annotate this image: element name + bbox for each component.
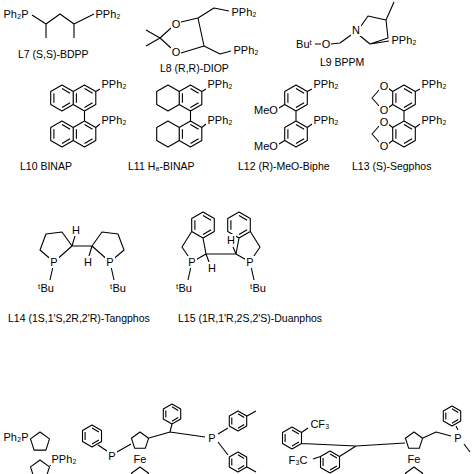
atom-label: Buᵗ [295, 38, 313, 50]
atom-label: O [379, 116, 390, 128]
atom-label: P [105, 256, 114, 268]
ligand-name: L7 (S,S)-BDPP [18, 48, 89, 60]
atom-label: H [226, 234, 236, 246]
atom-label: PPh₂ [100, 78, 127, 90]
skeletal-bonds [26, 2, 470, 474]
atom-label: PPh₂ [390, 34, 417, 46]
atom-label: MeO [253, 104, 279, 116]
atom-label: PPh₂ [232, 44, 259, 56]
atom-label: PPh₂ [94, 8, 121, 20]
atom-label: H [207, 262, 217, 274]
atom-label: ᵗBu [249, 282, 267, 294]
ligand-name: L14 (1S,1'S,2R,2'R)-Tangphos [8, 312, 150, 324]
atom-label: N [351, 24, 361, 36]
atom-label: O [171, 46, 182, 58]
ligand-name: L11 H₈-BINAP [128, 160, 195, 172]
atom-label: P [187, 256, 196, 268]
atom-label: H [83, 256, 93, 268]
atom-label: ᵗBu [109, 282, 127, 294]
atom-label: O [171, 18, 182, 30]
atom-label: PPh₂ [100, 114, 127, 126]
ligand-name: L10 BINAP [20, 160, 72, 172]
atom-label: PPh₂ [206, 114, 233, 126]
atom-label: P [107, 450, 116, 462]
atom-label: H [71, 224, 81, 236]
ligand-name: L15 (1R,1'R,2S,2'S)-Duanphos [178, 312, 322, 324]
atom-label: P [453, 432, 462, 444]
atom-label: PPh₂ [312, 78, 339, 90]
atom-label: PPh₂ [420, 114, 447, 126]
atom-label: O [379, 104, 390, 116]
atom-label: O [321, 38, 332, 50]
ligand-name: L13 (S)-Segphos [352, 160, 431, 172]
atom-label: P [245, 256, 254, 268]
atom-label: O [379, 140, 390, 152]
atom-label: PPh₂ [50, 453, 77, 465]
atom-label: ᵗBu [37, 282, 55, 294]
atom-label: Fe [133, 453, 148, 465]
atom-label: Ph₂P [2, 8, 29, 20]
atom-label: O [379, 80, 390, 92]
ligand-name: L12 (R)-MeO-Biphe [238, 160, 330, 172]
atom-label: PPh₂ [312, 114, 339, 126]
atom-label: MeO [253, 140, 279, 152]
atom-label: ᵗBu [175, 282, 193, 294]
atom-label: PPh₂ [420, 78, 447, 90]
ligand-name: L8 (R,R)-DIOP [160, 62, 229, 74]
atom-label: P [49, 256, 58, 268]
atom-label: F₃C [287, 454, 308, 466]
atom-label: P [207, 432, 216, 444]
atom-label: Ph₂P [2, 431, 29, 443]
atom-label: Fe [407, 453, 422, 465]
ligand-name: L9 BPPM [320, 56, 364, 68]
atom-label: PPh₂ [206, 78, 233, 90]
atom-label: CF₃ [309, 418, 330, 430]
atom-label: PPh₂ [230, 6, 257, 18]
